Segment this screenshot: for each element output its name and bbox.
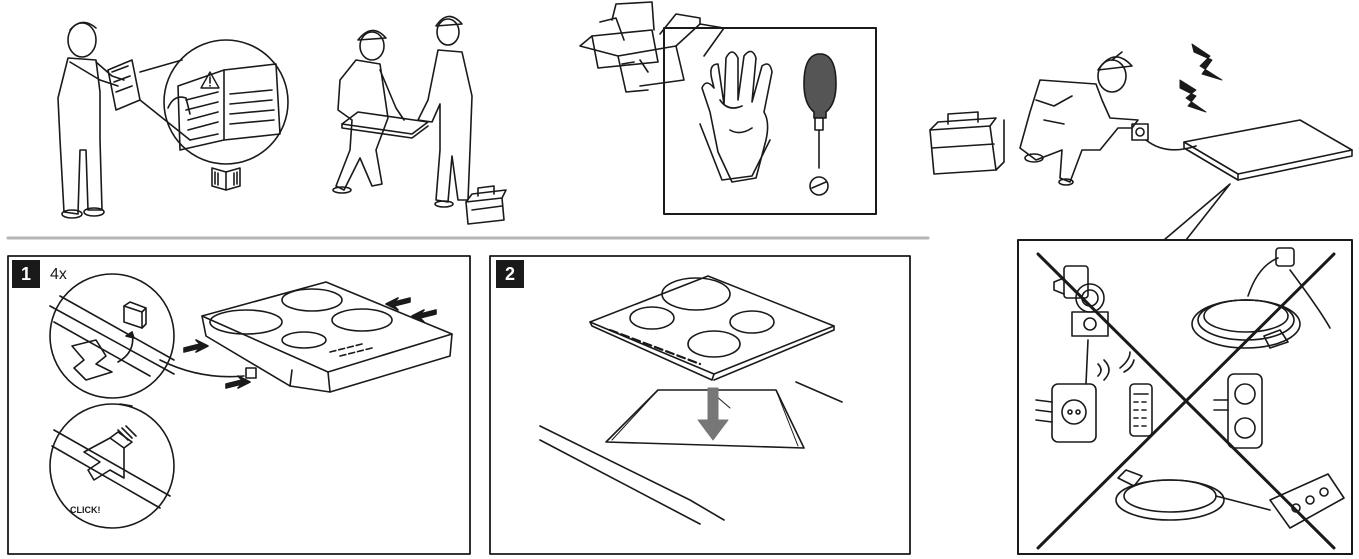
hob-icon [1183,119,1353,181]
toolbox-icon [465,185,507,225]
step-1-badge [12,260,40,288]
wireless-socket-icon [1035,339,1110,443]
electrician-toolbox-icon [929,111,1005,175]
prohibited-cross-icon [1036,252,1336,550]
step-1-panel [7,255,471,555]
step-1-number: 1 [20,264,31,284]
warning-icon [200,71,220,89]
screwdriver-icon [803,53,837,196]
callout-pointer [1163,183,1231,241]
open-toolbox-icon [579,1,725,93]
electrician-icon [1019,51,1139,186]
hob-carried-icon [341,111,429,139]
extension-cable-icon [1191,247,1331,349]
remote-control-icon [1119,351,1153,437]
two-installers-icon [332,15,473,208]
press-arrows [183,297,437,389]
click-label: CLICK! [70,505,101,515]
step-2-number: 2 [504,264,515,284]
gloves-icon [699,50,773,183]
wall-socket-icon [1131,123,1197,151]
step-2-panel [489,255,911,555]
lightning-icon [1179,43,1223,113]
worktop-cutout [539,381,843,525]
hob-step2-icon [589,275,835,381]
tools-box-frame [663,27,877,215]
read-manual-person-icon [57,21,125,219]
manual-zoom-circle [163,39,289,165]
double-socket-icon [1213,373,1263,449]
clip-count-label: 4x [50,266,67,283]
step-2-badge [496,260,524,288]
clip-zoom-circle-bottom [49,403,175,529]
clip-zoom-circle-top [49,273,175,399]
book-icon [211,167,241,191]
down-arrow-icon [697,387,729,441]
prohibited-connections-panel [1017,239,1353,555]
power-strip-icon [1115,469,1345,529]
hob-step1-icon [201,281,453,393]
